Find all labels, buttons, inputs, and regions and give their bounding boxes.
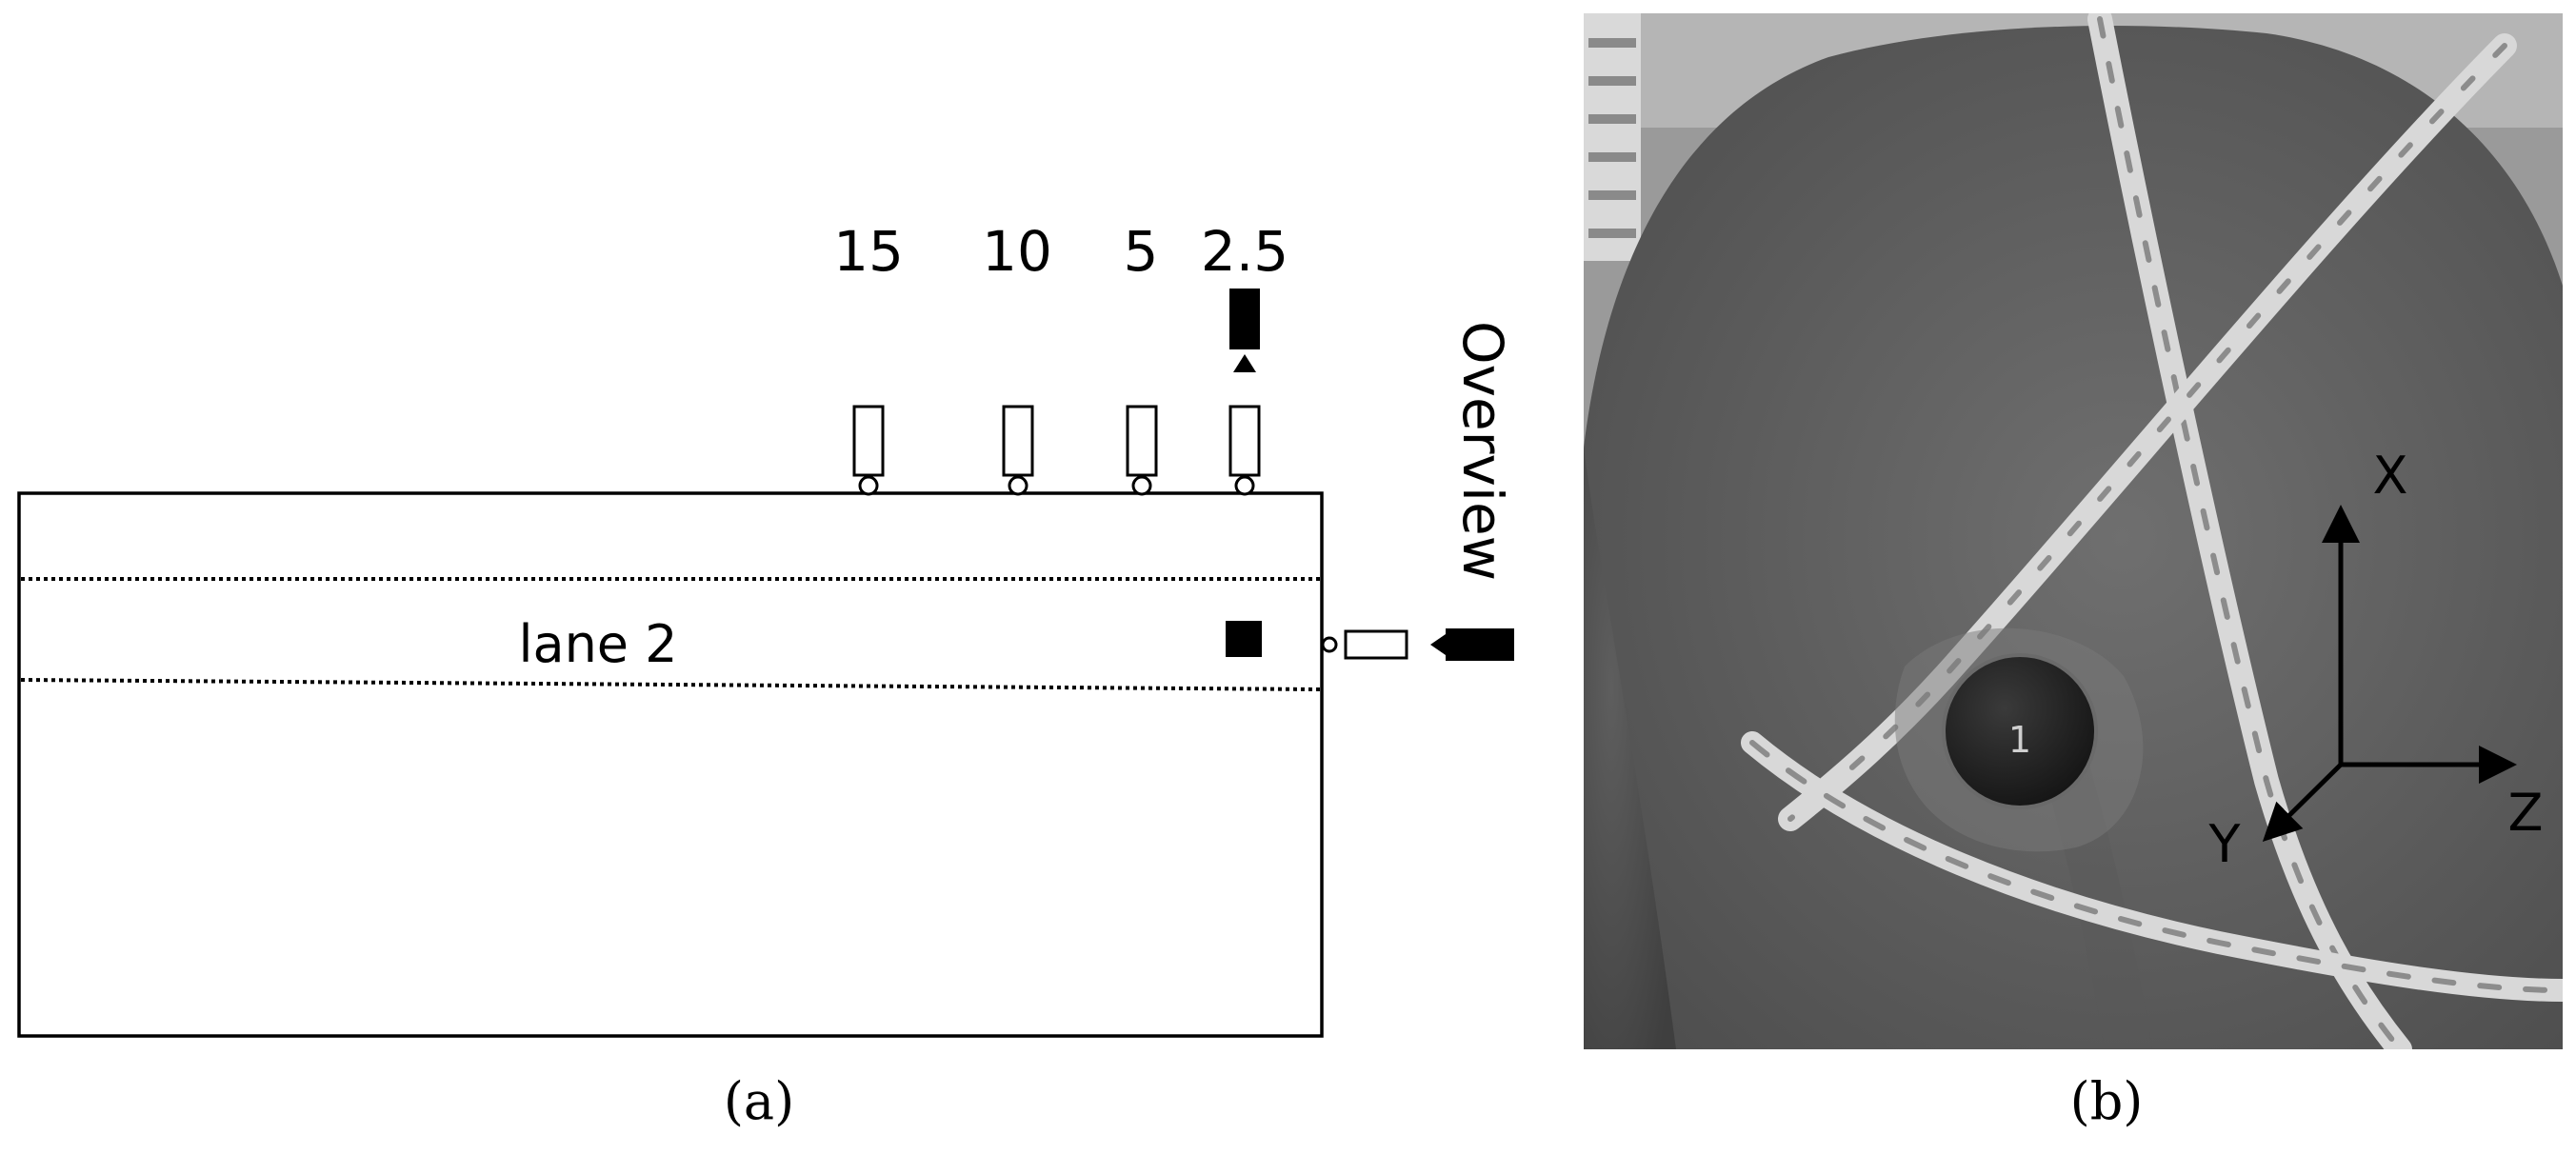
- pool-outline: [17, 491, 1324, 1038]
- axes: X Z Y: [2208, 446, 2544, 874]
- background-equipment: [1584, 13, 1641, 261]
- left-arm: [1584, 448, 1676, 1049]
- photo: 1: [1584, 13, 2563, 1049]
- distance-label-15: 15: [833, 219, 904, 284]
- camera-10-icon: [1002, 405, 1034, 496]
- overview-camera-icon: [1430, 628, 1514, 661]
- overview-underwater-camera-icon: [1321, 629, 1408, 660]
- camera-15-icon: [852, 405, 885, 496]
- axis-y-label: Y: [2208, 814, 2242, 874]
- camera-5-icon: [1126, 405, 1158, 496]
- sensor-number: 1: [2008, 719, 2031, 761]
- lane-label: lane 2: [518, 614, 677, 674]
- imu-sensor: 1: [1942, 653, 2098, 809]
- chest-strap: [1741, 13, 2563, 1049]
- overhead-camera-icon: [1229, 289, 1260, 372]
- panel-b: 1 X Z Y (b): [1584, 13, 2563, 1131]
- camera-2-5-icon: [1228, 405, 1261, 496]
- distance-label-2-5: 2.5: [1201, 219, 1288, 284]
- lane-divider-bottom: [20, 678, 1321, 691]
- caption-b: (b): [2070, 1071, 2144, 1131]
- swimmer-marker: [1226, 621, 1262, 657]
- axis-x-label: X: [2373, 446, 2408, 506]
- caption-a: (a): [724, 1071, 794, 1131]
- axis-y-arrow: [2262, 763, 2343, 843]
- panel-a: lane 2 15 10 5 2.5: [17, 219, 1515, 1131]
- overview-label: Overview: [1450, 321, 1515, 581]
- axis-z-label: Z: [2508, 783, 2544, 843]
- distance-label-5: 5: [1124, 219, 1159, 284]
- distance-label-10: 10: [982, 219, 1052, 284]
